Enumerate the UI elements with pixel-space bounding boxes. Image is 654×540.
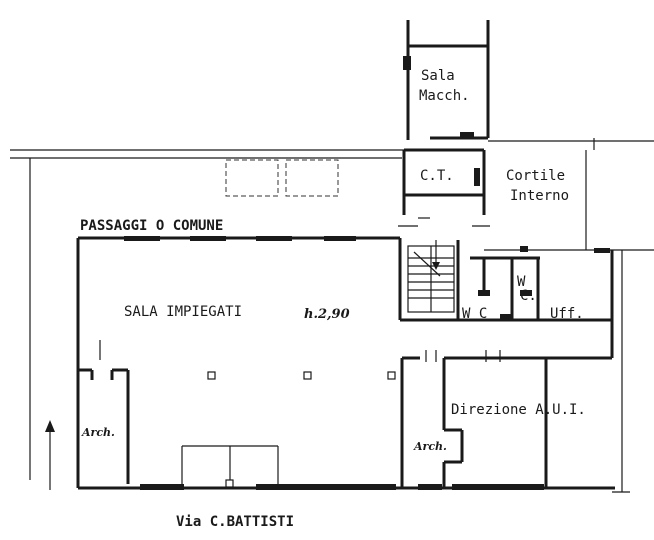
sala-impiegati-label: SALA IMPIEGATI [124,304,242,320]
arrow-icon [45,420,55,490]
direzione-label: Direzione A.U.I. [451,402,586,418]
cortile-area [484,150,654,251]
uff-label: Uff. [550,306,584,322]
cortile-label-2: Interno [510,188,569,204]
sala-macch-label-2: Macch. [419,88,470,104]
cortile-label-1: Cortile [506,168,565,184]
main-building [76,236,630,493]
sala-macchine-room [403,20,490,140]
entrance-lines [181,445,279,484]
wc-label-c: C. [520,288,537,304]
outer-boundary-top [10,138,654,480]
staircase [407,240,455,313]
left-archive [78,368,130,484]
passaggi-label: PASSAGGI O COMUNE [80,218,223,234]
wc-label-main: W C [462,306,487,322]
street-label: Via C.BATTISTI [176,514,294,530]
wc-label-w: W [517,274,526,290]
arch-left-label: Arch. [81,426,115,439]
wc-rooms [456,240,610,320]
arch-right-label: Arch. [413,440,447,453]
dashed-areas [225,159,339,197]
door-markers [99,217,501,362]
direzione-partitions [400,356,612,488]
height-label: h.2,90 [304,307,350,322]
columns [207,371,396,488]
ct-label: C.T. [420,168,454,184]
ct-room [402,148,486,215]
sala-macch-label-1: Sala [421,68,455,84]
